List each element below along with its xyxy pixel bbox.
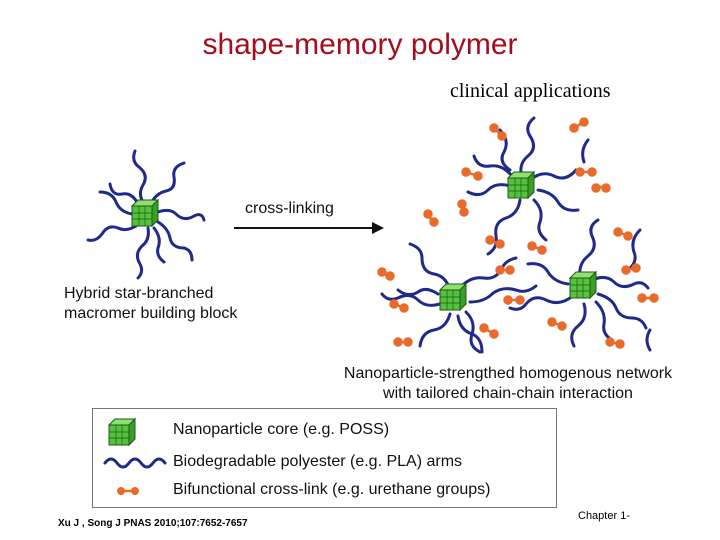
legend-row-arms: Biodegradable polyester (e.g. PLA) arms: [93, 449, 556, 477]
cube-icon: [131, 199, 159, 227]
legend-row-crosslink: Bifunctional cross-link (e.g. urethane g…: [93, 477, 556, 505]
left-caption-line: Hybrid star-branched: [64, 285, 214, 302]
green-cube-icon: [107, 417, 137, 447]
blue-chain-icon: [103, 457, 167, 469]
orange-crosslink-icon: [117, 487, 139, 495]
polymer-network: [380, 116, 652, 354]
left-caption-line: macromer building block: [64, 305, 238, 322]
left-caption: Hybrid star-branched macromer building b…: [64, 284, 237, 324]
legend-core-text: Nanoparticle core (e.g. POSS): [173, 421, 390, 438]
arrow-head-icon: [372, 222, 384, 234]
slide-subtitle: clinical applications: [450, 80, 611, 102]
citation: Xu J , Song J PNAS 2010;107:7652-7657: [58, 518, 248, 529]
crosslinks: [377, 117, 659, 349]
legend-crosslink-text: Bifunctional cross-link (e.g. urethane g…: [173, 481, 491, 498]
cube-icon: [439, 283, 467, 311]
right-caption-line: with tailored chain-chain interaction: [383, 385, 633, 402]
legend-arms-text: Biodegradable polyester (e.g. PLA) arms: [173, 453, 463, 470]
star-macromer: [86, 149, 206, 280]
cube-icon: [507, 171, 535, 199]
legend-row-core: Nanoparticle core (e.g. POSS): [93, 417, 556, 447]
cross-linking-label: cross-linking: [245, 200, 334, 217]
chapter-label: Chapter 1-: [578, 510, 630, 522]
right-caption: Nanoparticle-strengthed homogenous netwo…: [308, 364, 708, 404]
cube-icon: [569, 271, 597, 299]
legend-box: Nanoparticle core (e.g. POSS) Biodegrada…: [92, 408, 557, 508]
slide-title: shape-memory polymer: [202, 28, 518, 61]
right-caption-line: Nanoparticle-strengthed homogenous netwo…: [343, 365, 673, 382]
